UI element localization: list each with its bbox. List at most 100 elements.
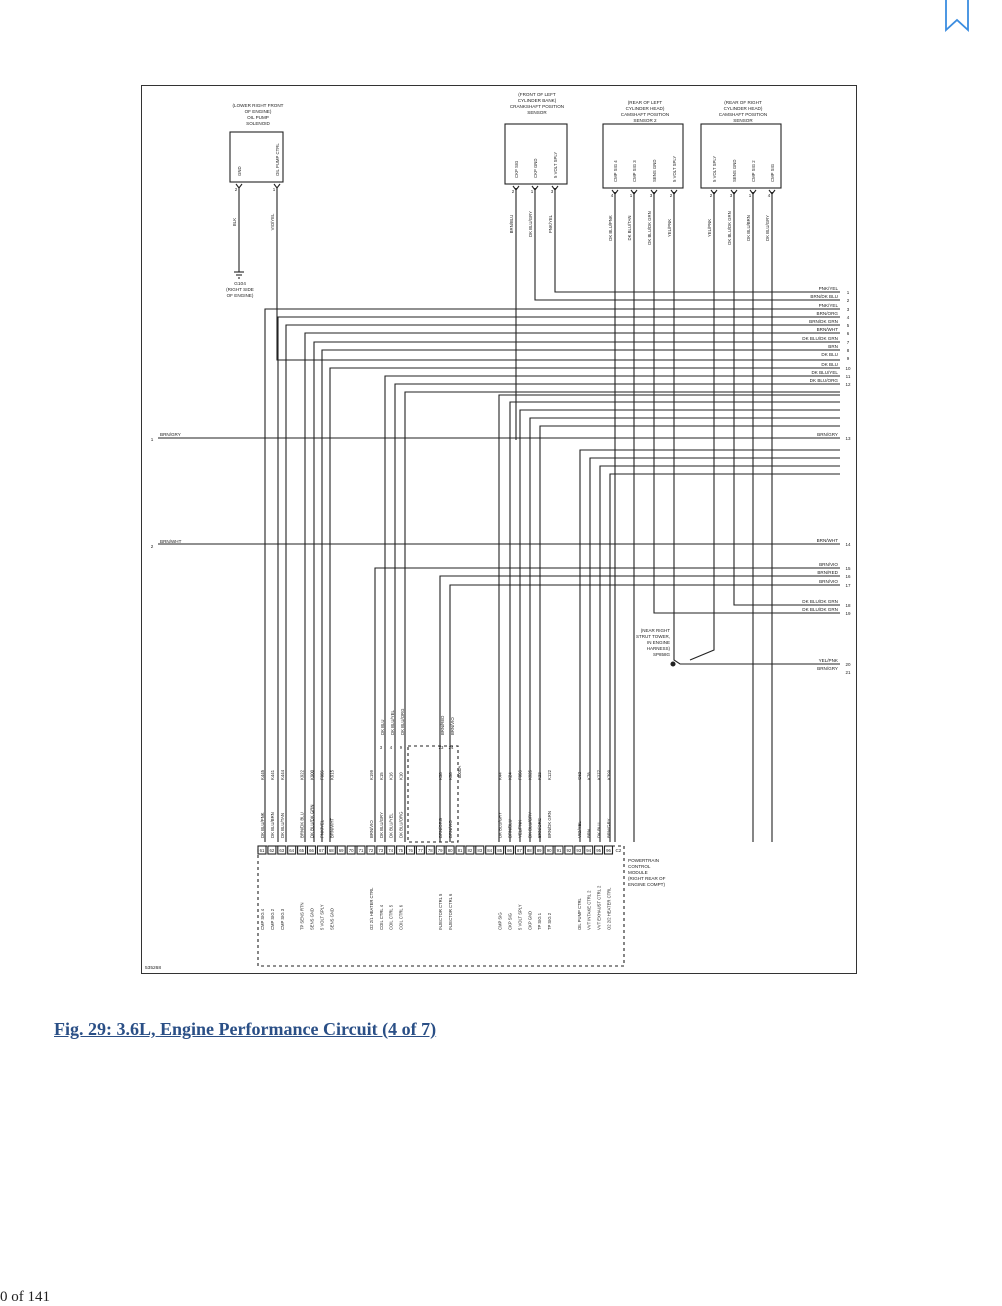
pcm-pin-function: CMP SIG 4 [260,908,265,930]
bookmark-icon[interactable] [944,0,970,33]
pcm-pin-cell [356,845,366,855]
pcm-wire-color: DK BLU/DK GRN [310,805,315,838]
pin-number: 1 [531,189,534,194]
right-wire-label: DK BLU/ORG [810,378,839,383]
pin-label: 5 VOLT SPLY [672,156,677,182]
pcm-pin-number: 83 [477,848,482,853]
pcm-pin-number: 66 [309,848,314,853]
wire [449,584,840,842]
right-wire-label: BRN/WHT [817,538,839,543]
crankshaft-sensor-label: (FRONT OF LEFT [518,92,556,97]
pcm-circuit-id: K16 [389,772,394,780]
pcm-pin-number: 78 [428,848,433,853]
oil-pump-solenoid-label: OIL PUMP [247,115,269,120]
pcm-circuit-id: K78 [587,772,592,780]
stub-pin-number: 23 [439,745,444,750]
pcm-wire-color: YEL/PNK [517,820,522,838]
wire [519,409,840,842]
wire [285,324,840,842]
right-wire-number: 15 [845,566,851,571]
pcm-wire-color: BRN/ORG [438,817,443,838]
cmp-sensor-right-label: (REAR OF RIGHT [724,100,762,105]
pcm-pin-cell [524,845,534,855]
right-wire-number: 19 [845,611,851,616]
pcm-pin-function: VVT EXHAUST CTRL 2 [597,885,602,930]
pin-number: 4 [768,193,771,198]
right-wire-number: 18 [845,603,851,608]
pcm-circuit-id: K199 [369,769,374,780]
pin-number: 2 [235,187,238,192]
pcm-wire-color: BRN/DK BLU [300,812,305,838]
pin-label: 5 VOLT SPLY [553,152,558,178]
splice-dot [670,661,676,667]
pin-number: 4 [611,193,614,198]
pcm-pin-cell [326,845,336,855]
pcm-pin-cell [475,845,485,855]
stub-wire-label: DK BLU [380,719,385,735]
pcm-pin-cell [287,845,297,855]
right-wire-number: 20 [845,662,851,667]
right-wire-number: 17 [845,583,851,588]
pcm-circuit-id: G62 [577,771,582,780]
pcm-wire-color: PNK/YEL [319,819,324,838]
pcm-pin-function: CMP SIG 2 [270,908,275,930]
right-wire-label: PNK/YEL [819,286,839,291]
pcm-pin-function: O2 2/1 HEATER CTRL [369,887,374,930]
wire [554,188,840,293]
right-wire-number: 1 [847,290,850,295]
pcm-pin-cell [386,845,396,855]
pcm-pin-cell [554,845,564,855]
wire [579,449,840,842]
pcm-pin-cell [574,845,584,855]
pcm-pin-cell [316,845,326,855]
cmp-sensor-right-label: CYLINDER HEAD) [724,106,763,111]
right-wire-number: 14 [845,542,851,547]
crankshaft-sensor-label: SENSOR [527,110,547,115]
wire [384,375,840,842]
right-wire-number: 13 [845,436,851,441]
crankshaft-sensor-label: CYLINDER BANK) [518,98,557,103]
pcm-circuit-id: F855 [319,770,324,780]
pcm-pin-number: 89 [537,848,542,853]
pin-number: 1 [630,193,633,198]
pcm-pin-function: INJECTOR CTRL 6 [448,893,453,930]
right-wire-number: 8 [847,348,850,353]
pcm-pin-number: 96 [606,848,611,853]
splice-label: (NEAR RIGHT [641,628,671,633]
pcm-pin-cell [455,845,465,855]
pcm-pin-number: 71 [359,848,364,853]
pcm-wire-color: DK BLU/ORG [399,811,404,838]
pin-label: CMP SIG [770,163,775,182]
wire [689,192,715,661]
right-wire-label: BRN/DK BLU [810,294,838,299]
right-wire-label: BRN/VIO [819,579,838,584]
wire [374,567,840,842]
right-wire-label: BRN/DK GRN [809,319,838,324]
wire-color-label: BRN/BLU [509,215,514,234]
subconnector-id: 8000A [457,766,462,779]
pcm-circuit-id: K445 [260,769,265,780]
pcm-pin-number: 82 [468,848,473,853]
pcm-pin-number: 70 [349,848,354,853]
pcm-pin-number: 63 [279,848,284,853]
stub-pin-number: 3 [380,745,383,750]
pin-label: OIL PUMP CTRL [275,143,280,176]
pin-label: CKP GND [533,159,538,179]
cmp-sensor-left-label: SENSOR 2 [633,118,657,123]
pcm-pin-number: 90 [547,848,552,853]
right-wire-number: 4 [847,315,850,320]
right-wire-label: YEL/PNK [819,658,839,663]
pcm-pin-cell [564,845,574,855]
wire-color-label: DK BLU/PNK [608,215,613,241]
crankshaft-position-sensor [504,123,568,185]
stub-wire-label: DK BLU/ORG [400,708,405,735]
pin-label: SENS GND [732,160,737,182]
pcm-wire-color: DK BLU/PNK [260,812,265,838]
figure-caption-link[interactable]: Fig. 29: 3.6L, Engine Performance Circui… [54,1019,437,1039]
right-wire-label: BRN/ORG [817,311,839,316]
pcm-pin-number: 75 [398,848,403,853]
pcm-pin-number: 92 [567,848,572,853]
pcm-pin-cell [306,845,317,855]
pcm-pin-number: 86 [507,848,512,853]
